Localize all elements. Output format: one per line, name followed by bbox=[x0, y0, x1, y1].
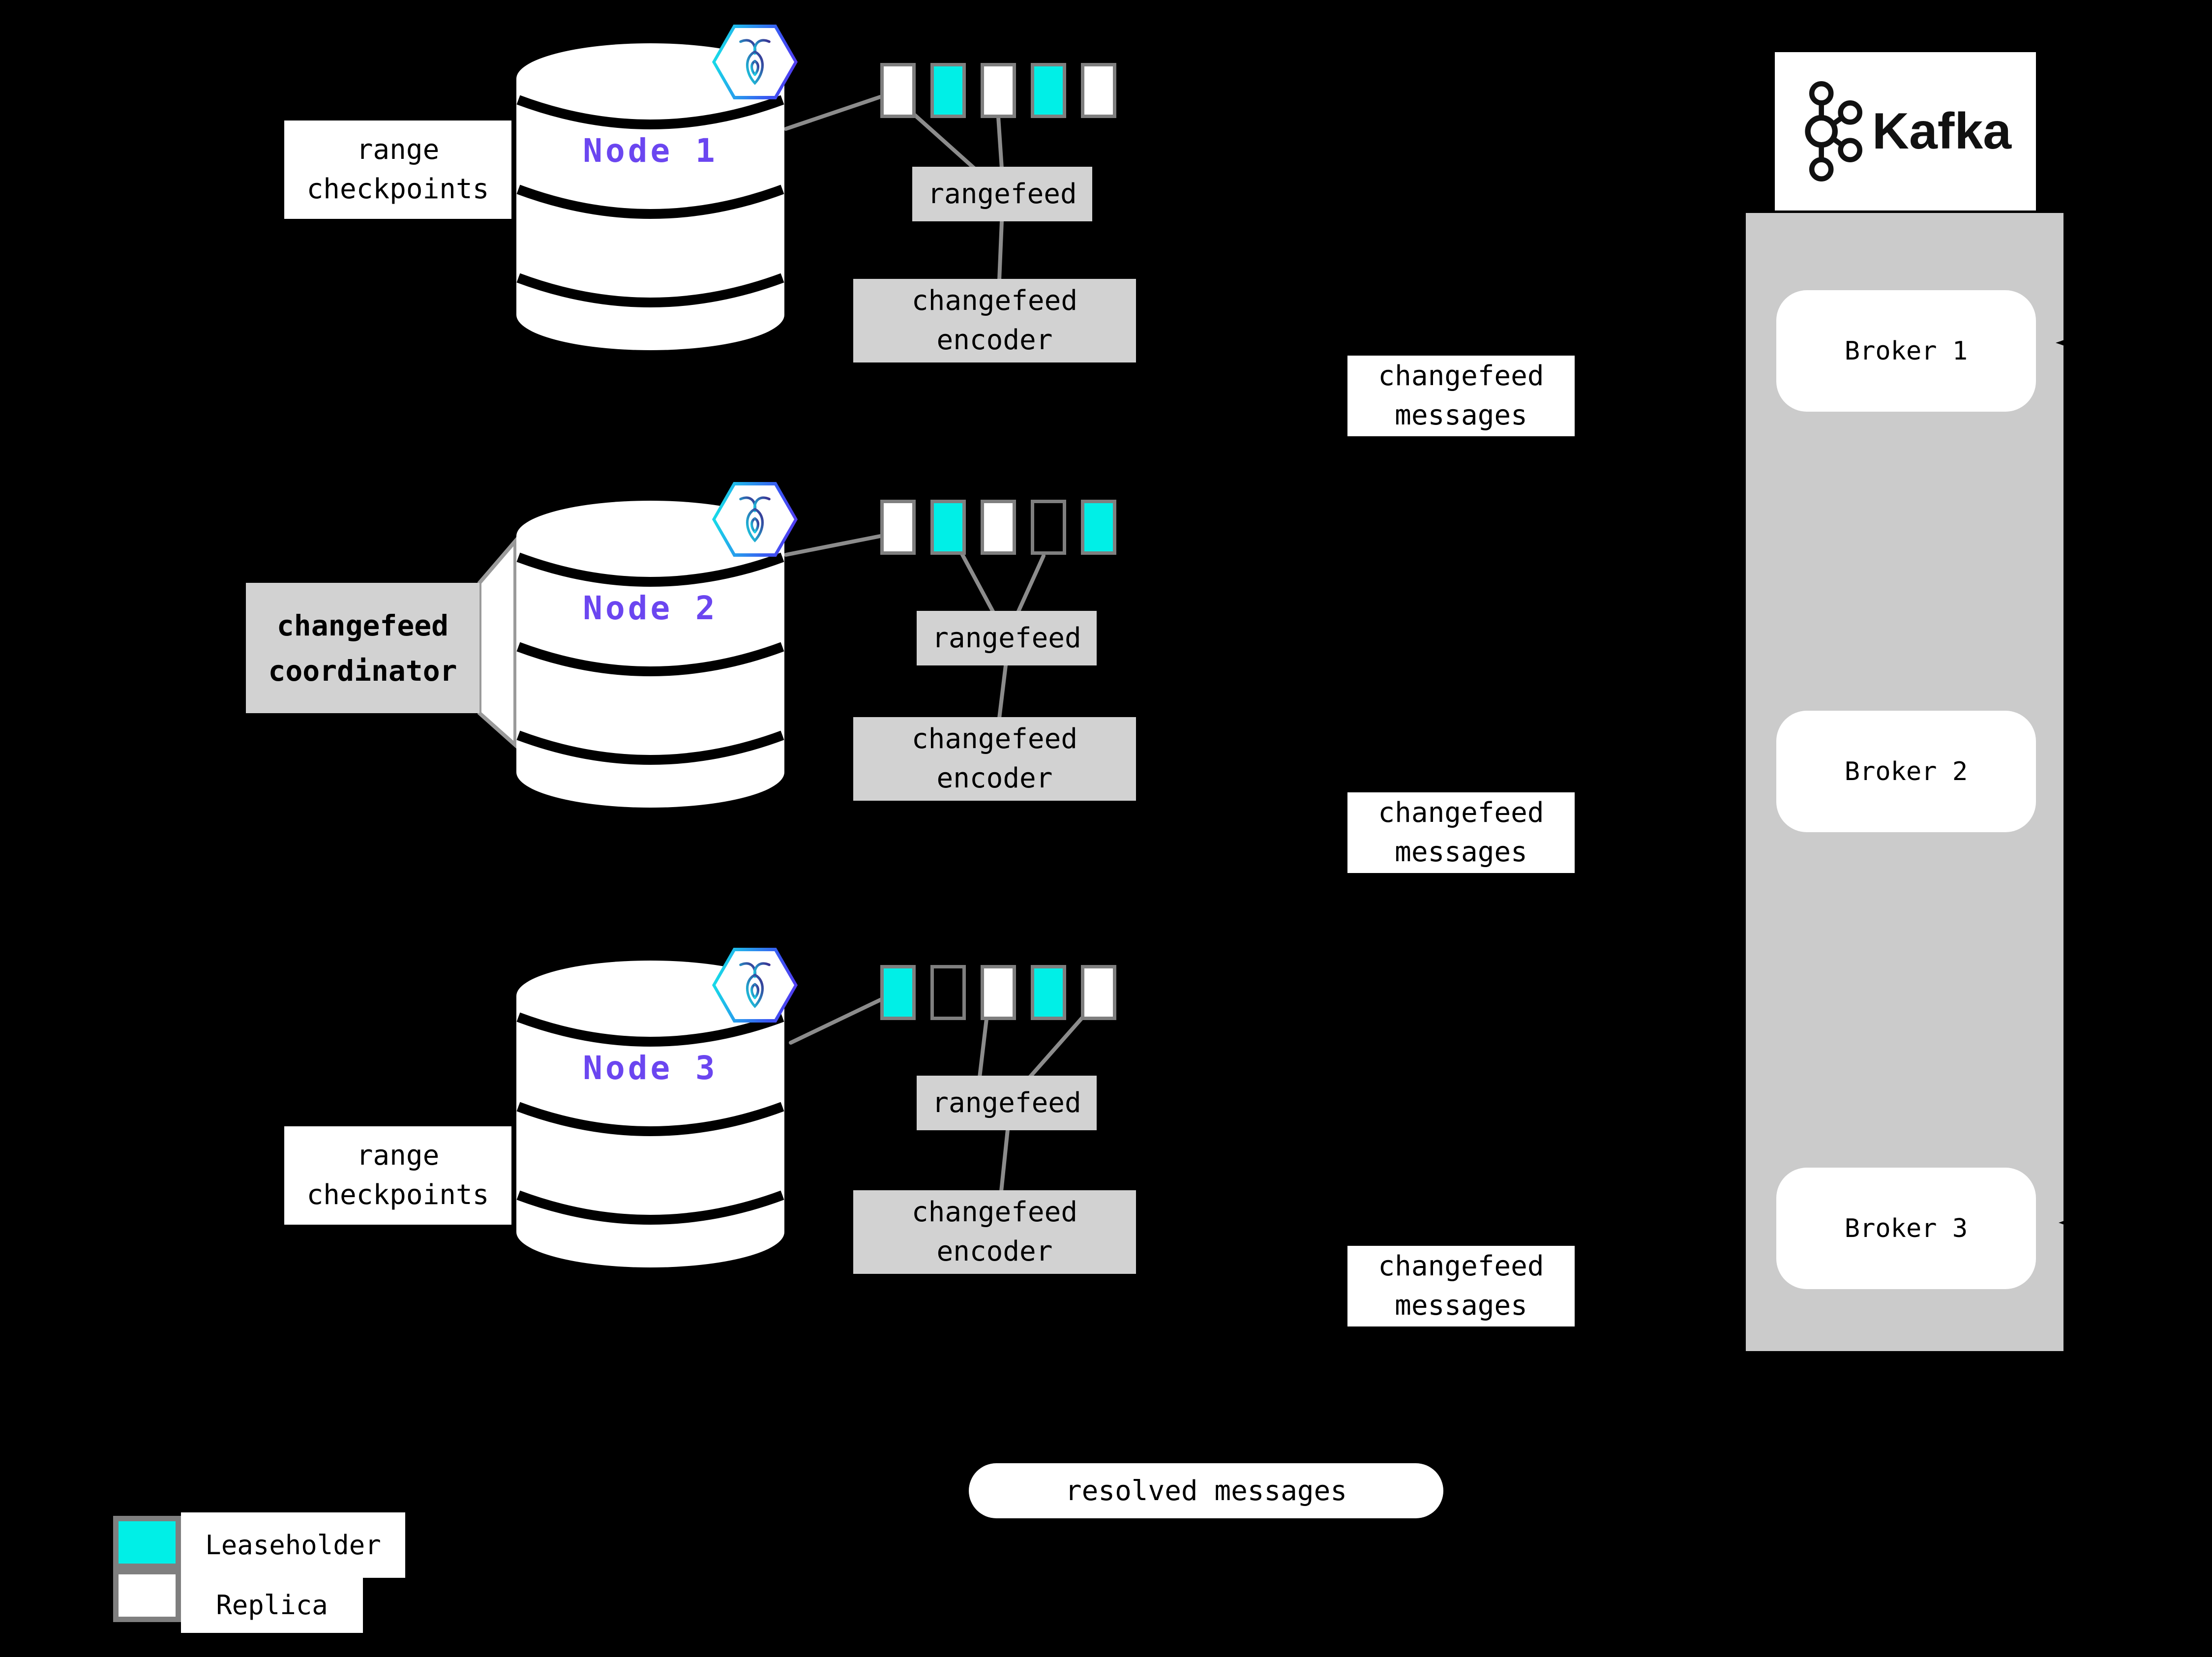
node3-label: Node 3 bbox=[583, 1049, 718, 1087]
node1-ranges bbox=[880, 63, 1136, 118]
messages-line2: messages bbox=[1395, 836, 1527, 868]
encoder-line1: changefeed bbox=[911, 1196, 1078, 1228]
range-square-leaseholder bbox=[1031, 63, 1066, 118]
legend-leaseholder-label: Leaseholder bbox=[181, 1512, 405, 1578]
range-checkpoints-line2: checkpoints bbox=[306, 173, 489, 205]
coordinator-line1: changefeed bbox=[276, 608, 449, 642]
range-square-replica bbox=[880, 500, 916, 555]
range-square-leaseholder bbox=[1081, 500, 1116, 555]
range-square-replica bbox=[981, 500, 1016, 555]
range-checkpoints-label-node1: range checkpoints bbox=[284, 121, 511, 219]
resolved-messages-pill: resolved messages bbox=[969, 1463, 1443, 1518]
broker-label: Broker 2 bbox=[1844, 756, 1968, 786]
encoder-line1: changefeed bbox=[911, 723, 1078, 755]
range-square-leaseholder bbox=[1031, 965, 1066, 1020]
range-checkpoints-line2: checkpoints bbox=[306, 1179, 489, 1211]
broker-2: Broker 2 bbox=[1776, 711, 2036, 832]
messages-line1: changefeed bbox=[1378, 797, 1544, 829]
encoder-line2: encoder bbox=[936, 762, 1053, 794]
node3-ranges bbox=[880, 965, 1136, 1020]
node3-rangefeed-box: rangefeed bbox=[917, 1076, 1097, 1130]
legend-leaseholder-swatch bbox=[113, 1516, 181, 1569]
broker-label: Broker 1 bbox=[1844, 336, 1968, 366]
range-square-leaseholder bbox=[880, 965, 916, 1020]
node2-changefeed-encoder-box: changefeed encoder bbox=[853, 717, 1136, 801]
node3-changefeed-encoder-box: changefeed encoder bbox=[853, 1190, 1136, 1274]
range-square-empty bbox=[1031, 500, 1066, 555]
kafka-icon bbox=[1805, 81, 1862, 181]
legend-replica-label: Replica bbox=[181, 1577, 363, 1633]
node1-label: Node 1 bbox=[583, 132, 718, 170]
range-square-leaseholder bbox=[930, 500, 966, 555]
changefeed-coordinator-box: changefeed coordinator bbox=[246, 583, 479, 713]
node1-database-cylinder bbox=[516, 42, 784, 352]
messages-line2: messages bbox=[1395, 399, 1527, 431]
encoder-line2: encoder bbox=[936, 324, 1053, 356]
range-square-replica bbox=[981, 965, 1016, 1020]
range-square-empty bbox=[930, 965, 966, 1020]
range-checkpoints-line1: range bbox=[356, 1140, 440, 1172]
legend-replica-swatch bbox=[113, 1569, 181, 1622]
resolved-messages-label: resolved messages bbox=[1065, 1475, 1347, 1507]
legend-label-text: Replica bbox=[216, 1590, 328, 1621]
encoder-line2: encoder bbox=[936, 1235, 1053, 1267]
range-checkpoints-line1: range bbox=[356, 134, 440, 166]
range-checkpoints-label-node3: range checkpoints bbox=[284, 1126, 511, 1225]
messages-line1: changefeed bbox=[1378, 1250, 1544, 1282]
rangefeed-label: rangefeed bbox=[932, 622, 1081, 654]
cockroachdb-icon bbox=[712, 948, 798, 1023]
range-square-replica bbox=[1081, 965, 1116, 1020]
rangefeed-label: rangefeed bbox=[932, 1086, 1081, 1119]
coordinator-line2: coordinator bbox=[268, 654, 457, 688]
arrowhead-icon bbox=[2059, 1212, 2091, 1234]
range-square-replica bbox=[880, 63, 916, 118]
node2-ranges bbox=[880, 500, 1136, 555]
kafka-logo-card: Kafka bbox=[1775, 52, 2036, 211]
range-square-replica bbox=[1081, 63, 1116, 118]
node2-database-cylinder bbox=[516, 499, 784, 809]
broker-label: Broker 3 bbox=[1844, 1213, 1968, 1243]
node1-changefeed-encoder-box: changefeed encoder bbox=[853, 279, 1136, 362]
range-square-replica bbox=[981, 63, 1016, 118]
coordinator-flag bbox=[478, 536, 517, 750]
node1-rangefeed-box: rangefeed bbox=[912, 167, 1092, 221]
range-square-leaseholder bbox=[930, 63, 966, 118]
cockroachdb-icon bbox=[712, 25, 798, 99]
legend-label-text: Leaseholder bbox=[205, 1530, 381, 1561]
node2-rangefeed-box: rangefeed bbox=[917, 611, 1097, 665]
node2-label: Node 2 bbox=[583, 589, 718, 627]
changefeed-messages-label-1: changefeed messages bbox=[1347, 356, 1575, 436]
cockroachdb-icon bbox=[712, 482, 798, 557]
changefeed-messages-label-2: changefeed messages bbox=[1347, 792, 1575, 873]
broker-3: Broker 3 bbox=[1776, 1168, 2036, 1289]
encoder-line1: changefeed bbox=[911, 285, 1078, 317]
node3-database-cylinder bbox=[516, 959, 784, 1269]
arrowhead-icon bbox=[2056, 332, 2088, 354]
messages-line1: changefeed bbox=[1378, 360, 1544, 392]
changefeed-messages-label-3: changefeed messages bbox=[1347, 1246, 1575, 1326]
messages-line2: messages bbox=[1395, 1290, 1527, 1322]
kafka-title: Kafka bbox=[1872, 102, 2012, 160]
rangefeed-label: rangefeed bbox=[927, 178, 1077, 210]
broker-1: Broker 1 bbox=[1776, 290, 2036, 412]
